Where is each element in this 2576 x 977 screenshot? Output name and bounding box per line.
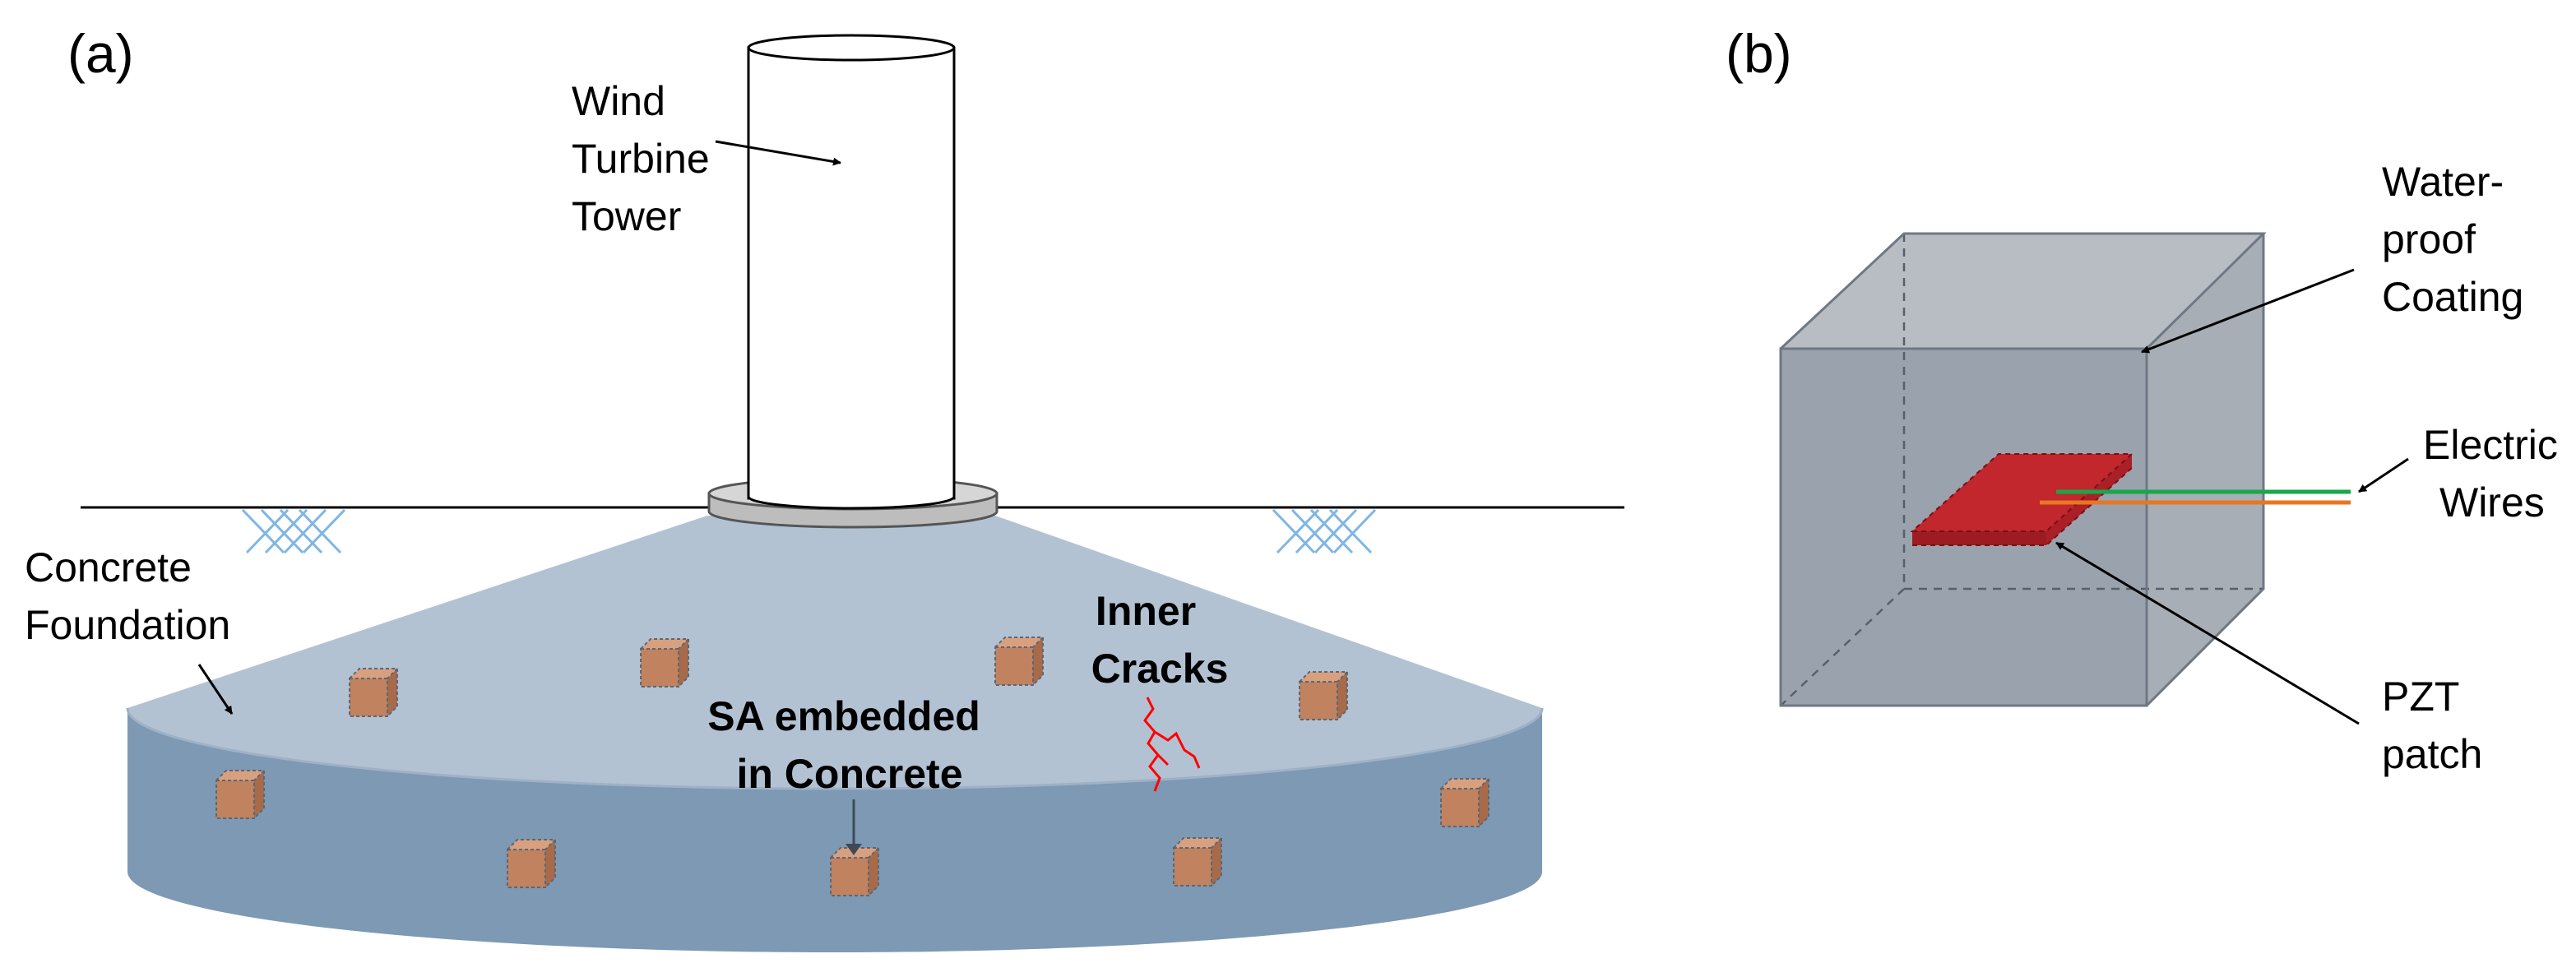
sa-sensor: [215, 770, 266, 819]
tower-label: Wind Turbine Tower: [572, 78, 721, 239]
sa-sensor: [1173, 837, 1224, 887]
pzt-label: PZT patch: [2382, 674, 2482, 777]
wires-label: Electric Wires: [2423, 422, 2569, 526]
wires-label-arrow: [2358, 457, 2409, 493]
wind-turbine-tower: [747, 34, 956, 510]
sa-label-line-2: in Concrete: [736, 751, 962, 797]
crack-label: Inner Cracks: [1091, 588, 1229, 692]
panel-b: (b) Water- proof Coating: [1726, 23, 2569, 777]
tower-label-line-1: Wind: [572, 78, 665, 124]
foundation-label: Concrete Foundation: [25, 544, 230, 648]
sa-sensor: [507, 839, 558, 888]
tower-label-arrow: [715, 140, 841, 166]
sa-sensor: [640, 638, 691, 688]
coating-label-line-2: proof: [2382, 216, 2476, 262]
foundation-label-line-1: Concrete: [25, 544, 192, 590]
sa-sensor: [830, 847, 881, 896]
crack-label-line-1: Inner: [1096, 588, 1196, 634]
coating-label: Water- proof Coating: [2382, 159, 2523, 320]
cube-visible-edges: [1779, 232, 2267, 707]
pzt-label-arrow: [2055, 541, 2360, 725]
soil-hatch-left: [241, 508, 346, 554]
cube-right-face: [2147, 234, 2263, 706]
wires-label-line-1: Electric: [2423, 422, 2558, 468]
inner-crack: [1143, 697, 1201, 792]
coating-label-line-1: Water-: [2382, 159, 2504, 205]
panel-a-label: (a): [67, 23, 134, 84]
foundation-label-arrow: [197, 664, 234, 715]
pzt-label-line-2: patch: [2382, 731, 2482, 777]
sa-label-line-1: SA embedded: [707, 693, 980, 739]
tower-label-line-2: Turbine: [572, 136, 710, 182]
cube-top-face: [1781, 234, 2263, 349]
sa-sensor: [349, 668, 400, 717]
sa-label-arrowhead: [846, 844, 862, 855]
cube-hidden-edges: [1780, 234, 2263, 706]
panel-a: (a): [25, 23, 1624, 952]
sa-label: SA embedded in Concrete: [707, 693, 991, 797]
sa-sensor: [994, 637, 1045, 686]
coating-label-arrow: [2141, 268, 2355, 354]
sa-sensor-group: [215, 637, 1491, 896]
tower-label-line-3: Tower: [572, 193, 681, 239]
soil-hatch-right: [1272, 508, 1377, 554]
coating-label-line-3: Coating: [2382, 274, 2523, 320]
wires-label-line-2: Wires: [2439, 479, 2545, 526]
sa-sensor: [1299, 671, 1350, 720]
foundation-side: [127, 708, 1542, 952]
sa-sensor: [1440, 778, 1491, 827]
pzt-label-line-1: PZT: [2382, 674, 2459, 720]
panel-b-label: (b): [1726, 23, 1792, 84]
crack-label-line-2: Cracks: [1091, 646, 1229, 692]
foundation-rim: [126, 707, 1544, 790]
foundation-top: [127, 516, 1542, 789]
foundation-label-line-2: Foundation: [25, 602, 230, 648]
